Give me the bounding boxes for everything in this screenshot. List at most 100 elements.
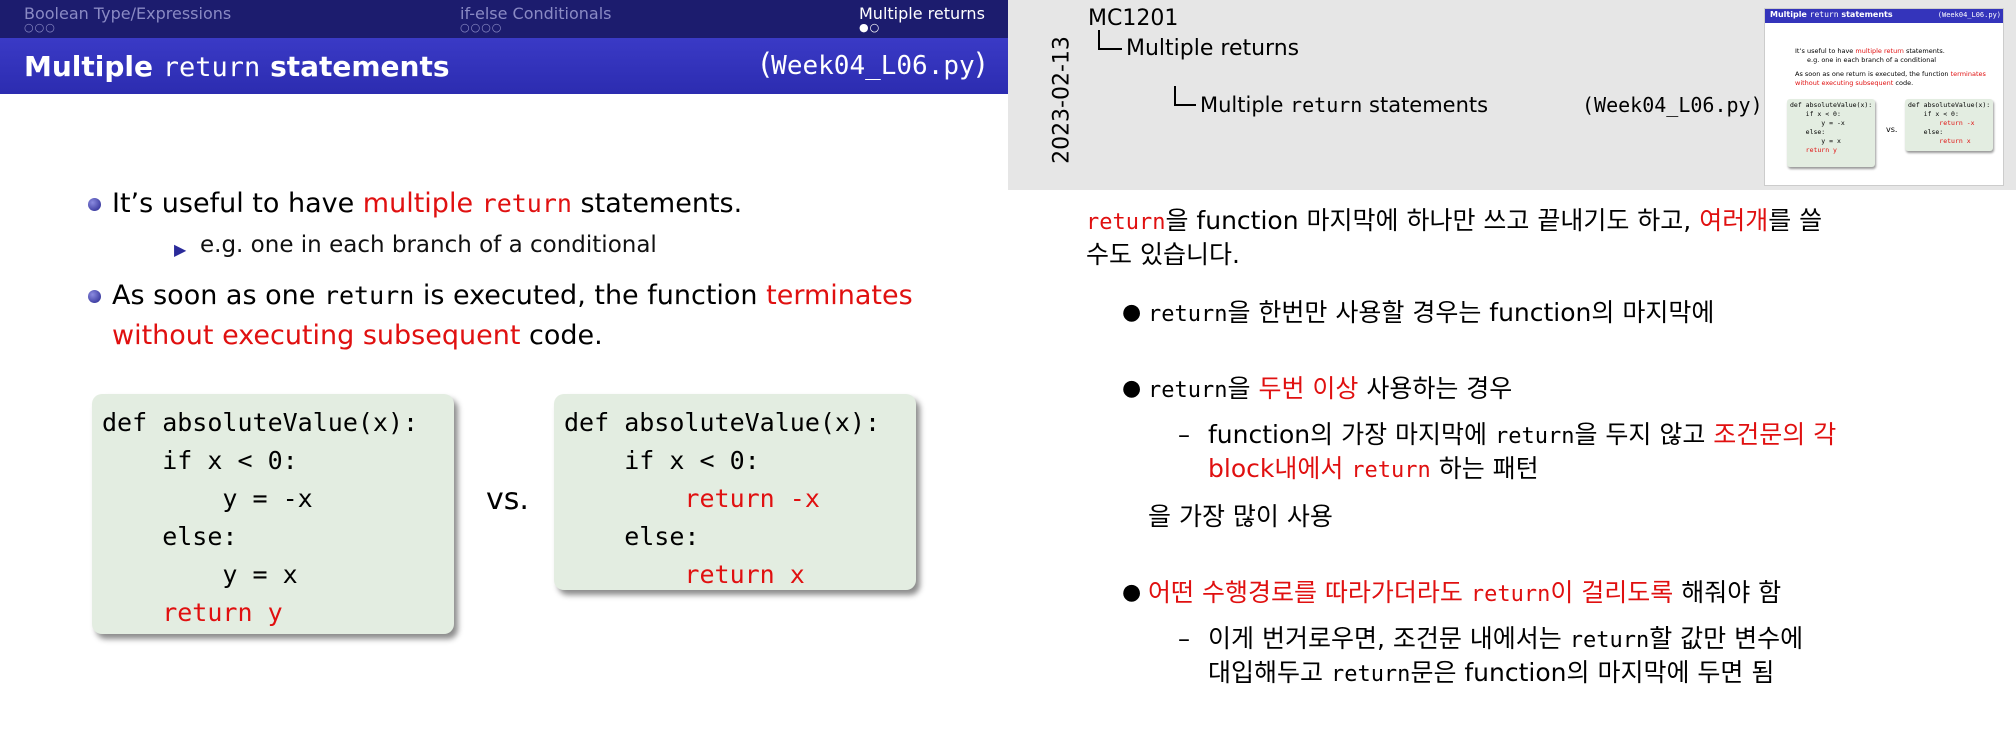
code-line: def absoluteValue(x): (564, 408, 881, 437)
code-line: y = -x (102, 484, 313, 513)
code-line: if x < 0: (102, 446, 298, 475)
bullet-text: is executed, the function (414, 280, 767, 311)
bullet-highlight: without executing subsequent (112, 320, 521, 351)
thumbnail-code-line: else: (1908, 128, 1944, 136)
notes-text: 해줘야 함 (1673, 578, 1782, 607)
thumbnail-code-line: return -x (1908, 119, 1975, 127)
frame-name-text: Multiple (1200, 93, 1291, 117)
bullet-text: As soon as one (112, 280, 324, 311)
thumbnail-code-line: y = -x (1790, 119, 1845, 127)
notes-highlight: 조건문의 각 (1713, 420, 1837, 449)
code-line: else: (564, 522, 700, 551)
thumbnail-vs: vs. (1886, 125, 1898, 134)
thumbnail-title-text: statements (1838, 10, 1893, 19)
thumbnail-title-code: return (1809, 10, 1839, 19)
notes-highlight: 두번 이상 (1258, 374, 1359, 403)
bullet-dot-icon: ● (1122, 376, 1142, 401)
notes-sub-bullet-variable: – 이게 번거로우면, 조건문 내에서는 return할 값만 변수에 (1178, 622, 1803, 658)
nav-section-label: Multiple returns (859, 4, 985, 23)
notes-code: return (1330, 662, 1411, 687)
bullet-ball-icon (88, 198, 101, 211)
notes-highlight-code: return (1351, 458, 1431, 483)
triangle-bullet-icon: ▶ (174, 240, 187, 259)
thumbnail-code-line: return x (1908, 137, 1971, 145)
notes-text: 사용하는 경우 (1358, 374, 1513, 403)
thumbnail-highlight: terminates (1950, 70, 1986, 78)
notes-text: 을 한번만 사용할 경우는 function의 마지막에 (1227, 298, 1715, 327)
thumbnail-code-right: def absoluteValue(x): if x < 0: return -… (1905, 99, 1993, 151)
frame-name-code: return (1290, 93, 1363, 117)
thumbnail-text: It’s useful to have (1795, 47, 1856, 55)
bullet-highlight: terminates (766, 280, 913, 311)
nav-section-multiple-returns-dots[interactable]: ●○ (859, 21, 881, 34)
notes-text: 하는 패턴 (1430, 454, 1539, 483)
sub-bullet-text: e.g. one in each branch of a conditional (200, 232, 657, 258)
tree-connector (1098, 30, 1122, 50)
thumbnail-text: statements. (1903, 47, 1945, 55)
slide-title: Multiple return statements (24, 50, 450, 83)
thumbnail-title: Multiple return statements (1770, 10, 1893, 19)
notes-text: function의 가장 마지막에 (1208, 420, 1495, 449)
thumbnail-text: code. (1893, 79, 1914, 87)
code-line: def absoluteValue(x): (102, 408, 419, 437)
frame-name: Multiple return statements (1200, 93, 1488, 117)
paren-open: ( (759, 47, 772, 81)
bullet-highlight-code: return (481, 189, 572, 218)
bullet-multiple-returns: It’s useful to have multiple return stat… (88, 184, 742, 224)
slide-panel: Boolean Type/Expressions ○○○ if-else Con… (0, 0, 1008, 634)
bullet-terminates-cont: without executing subsequent code. (112, 316, 603, 356)
code-line: else: (102, 522, 238, 551)
notes-highlight: block내에서 (1208, 454, 1352, 483)
slide-title-text: Multiple (24, 50, 154, 83)
paren-close: ) (974, 47, 986, 81)
nav-section-label: Boolean Type/Expressions (24, 4, 232, 23)
bullet-dot-icon: ● (1122, 300, 1142, 325)
notes-text: 을 두지 않고 (1574, 420, 1714, 449)
code-line: y = x (102, 560, 298, 589)
dash-bullet-icon: – (1178, 625, 1190, 653)
thumbnail-bullet: It’s useful to have multiple return stat… (1795, 47, 1945, 55)
sub-bullet-example: ▶ e.g. one in each branch of a condition… (174, 230, 657, 260)
code-line: if x < 0: (564, 446, 760, 475)
nav-section-boolean-dots[interactable]: ○○○ (24, 21, 56, 34)
code-block-multiple-return: def absoluteValue(x): if x < 0: return -… (554, 394, 916, 590)
nav-section-multiple-returns[interactable]: Multiple returns (859, 4, 985, 23)
thumbnail-highlight: multiple return (1855, 47, 1904, 55)
frame-filename: (Week04_L06.py) (1582, 93, 1763, 117)
thumbnail-filename: (Week04_L06.py) (1937, 11, 2001, 19)
nav-section-if-else-dots[interactable]: ○○○○ (460, 21, 503, 34)
notes-bullet-multiple-return: ● return을 두번 이상 사용하는 경우 (1122, 372, 1513, 408)
code-line-return: return y (102, 598, 283, 627)
section-navigation-bar: Boolean Type/Expressions ○○○ if-else Con… (0, 0, 1008, 38)
bullet-ball-icon (88, 290, 101, 303)
notes-intro-line1: return을 function 마지막에 하나만 쓰고 끝내기도 하고, 여러… (1086, 204, 1822, 240)
notes-code: return (1148, 378, 1228, 403)
thumbnail-bullet: As soon as one return is executed, the f… (1795, 70, 1986, 78)
notes-code: return (1086, 210, 1166, 235)
course-code: MC1201 (1088, 6, 1179, 31)
code-line-return: return x (564, 560, 805, 589)
notes-text: 을 (1227, 374, 1259, 403)
dash-bullet-icon: – (1178, 421, 1190, 449)
bullet-dot-icon: ● (1122, 580, 1142, 605)
notes-highlight: 이 걸리도록 (1550, 578, 1674, 607)
nav-section-boolean[interactable]: Boolean Type/Expressions (24, 4, 231, 23)
thumbnail-code-line: if x < 0: (1790, 110, 1841, 118)
notes-text: 를 쓸 (1768, 206, 1823, 235)
thumbnail-code-line: def absoluteValue(x): (1908, 101, 1991, 109)
code-block-single-return: def absoluteValue(x): if x < 0: y = -x e… (92, 394, 454, 634)
thumbnail-code-line: y = x (1790, 137, 1841, 145)
notes-code: return (1494, 424, 1575, 449)
slide-thumbnail[interactable]: Multiple return statements (Week04_L06.p… (1764, 8, 2004, 186)
notes-text: 을 function 마지막에 하나만 쓰고 끝내기도 하고, (1165, 206, 1700, 235)
filename-text: Week04_L06.py (771, 51, 975, 81)
notes-text: 이게 번거로우면, 조건문 내에서는 (1208, 624, 1570, 653)
bullet-text: code. (520, 320, 603, 351)
notes-highlight: 어떤 수행경로를 따라가더라도 (1148, 578, 1471, 607)
thumbnail-code-line: def absoluteValue(x): (1790, 101, 1873, 109)
slide-title-code: return (162, 52, 261, 83)
thumbnail-title-bar: Multiple return statements (Week04_L06.p… (1765, 9, 2003, 23)
notes-text: 대입해두고 (1208, 658, 1331, 687)
nav-section-if-else[interactable]: if-else Conditionals (460, 4, 611, 23)
thumbnail-code-line: return y (1790, 146, 1837, 154)
